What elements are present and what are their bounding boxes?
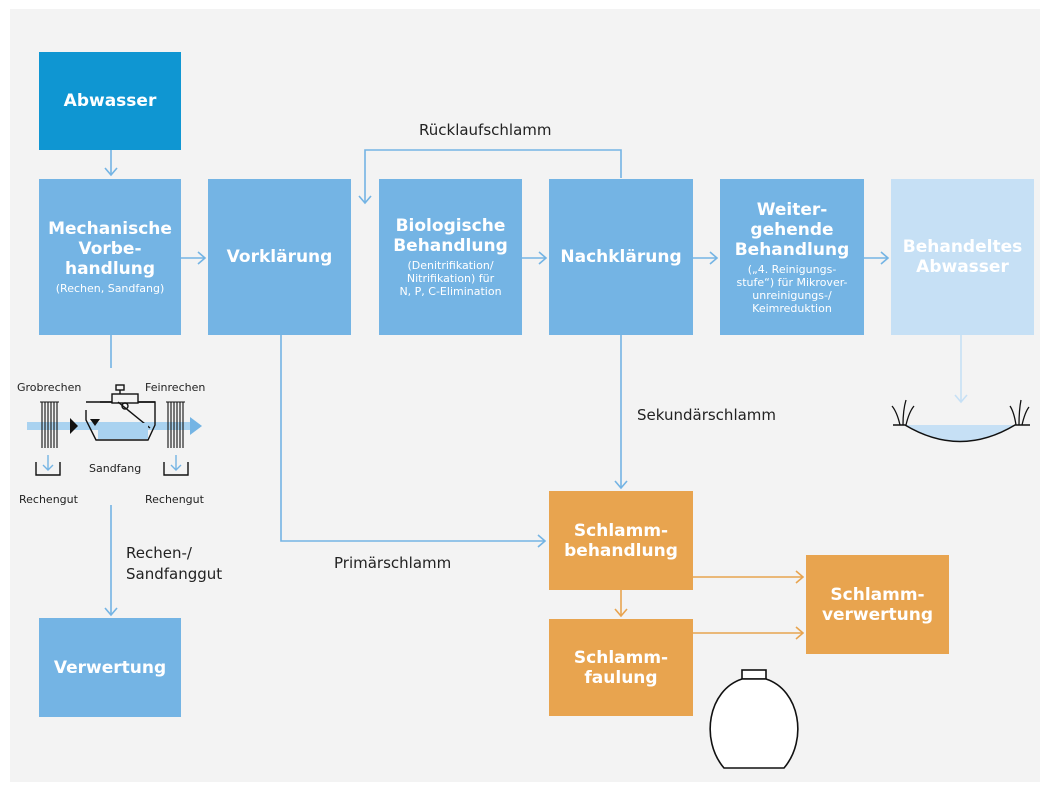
node-mech-title: Mechanische Vorbe- handlung	[48, 219, 172, 279]
node-schlammfaulung-title: Schlamm- faulung	[573, 647, 669, 688]
edge-mech-vorklaerung	[181, 251, 207, 265]
label-sandfang: Sandfang	[89, 462, 142, 475]
node-abwasser: Abwasser	[39, 52, 181, 150]
edge-abwasser-mech	[104, 150, 118, 177]
edge-behandelt-river	[954, 335, 968, 404]
node-vorklaerung: Vorklärung	[208, 179, 351, 335]
label-rechengut-right: Rechengut	[145, 493, 204, 506]
node-nachklaerung-title: Nachklärung	[560, 247, 682, 267]
label-primaerschlamm: Primärschlamm	[334, 554, 452, 572]
digester-tank-icon	[709, 669, 799, 769]
node-schlammbehandlung: Schlamm- behandlung	[549, 491, 693, 590]
node-verwertung-title: Verwertung	[53, 657, 167, 678]
label-rechen-sandfanggut: Rechen-/ Sandfanggut	[126, 544, 223, 583]
label-sekundaerschlamm: Sekundärschlamm	[637, 406, 777, 424]
river-icon	[891, 399, 1030, 443]
screenings-bin-right-icon	[163, 455, 189, 476]
node-weiter-title: Weiter- gehende Behandlung	[734, 199, 850, 260]
node-abwasser-title: Abwasser	[63, 91, 157, 111]
node-behandelt-title: Behandeltes Abwasser	[902, 237, 1023, 277]
edge-nach-weiter	[693, 251, 719, 265]
coarse-screen-icon	[40, 401, 59, 448]
node-schlammverwertung-title: Schlamm- verwertung	[821, 584, 934, 625]
node-biologische-behandlung: Biologische Behandlung (Denitrifikation/…	[379, 179, 522, 335]
fine-screen-icon	[166, 401, 185, 448]
edge-weiter-behandelt	[864, 251, 890, 265]
node-vorklaerung-title: Vorklärung	[226, 247, 333, 267]
node-nachklaerung: Nachklärung	[549, 179, 693, 335]
edge-rechengut-verwertung	[104, 505, 118, 617]
edge-sekundaer	[614, 335, 628, 490]
node-bio-subtitle: (Denitrifikation/ Nitrifikation) für N, …	[399, 259, 502, 298]
edge-primaer	[280, 335, 547, 548]
node-weiter-subtitle: („4. Reinigungs- stufe“) für Mikrover- u…	[736, 262, 848, 315]
edge-faulung-verwertung	[693, 626, 805, 640]
node-mechanische-vorbehandlung: Mechanische Vorbe- handlung (Rechen, San…	[39, 179, 181, 335]
edge-behandlung-verwertung	[693, 570, 805, 584]
node-schlammverwertung: Schlamm- verwertung	[806, 555, 949, 654]
label-feinrechen: Feinrechen	[145, 381, 206, 394]
node-bio-title: Biologische Behandlung	[393, 216, 508, 256]
label-rechengut-left: Rechengut	[19, 493, 78, 506]
label-ruecklaufschlamm: Rücklaufschlamm	[419, 121, 552, 139]
edge-ruecklauf	[358, 149, 622, 205]
label-grobrechen: Grobrechen	[17, 381, 82, 394]
node-schlammbehandlung-title: Schlamm- behandlung	[564, 520, 678, 561]
node-behandeltes-abwasser: Behandeltes Abwasser	[891, 179, 1034, 335]
edge-behandlung-faulung	[614, 590, 628, 618]
node-mech-subtitle: (Rechen, Sandfang)	[55, 282, 165, 295]
node-weitergehende-behandlung: Weiter- gehende Behandlung („4. Reinigun…	[720, 179, 864, 335]
node-schlammfaulung: Schlamm- faulung	[549, 619, 693, 716]
edge-bio-nachklaerung	[522, 251, 548, 265]
node-verwertung: Verwertung	[39, 618, 181, 717]
screening-illustration	[27, 384, 202, 476]
screenings-bin-left-icon	[35, 455, 61, 476]
